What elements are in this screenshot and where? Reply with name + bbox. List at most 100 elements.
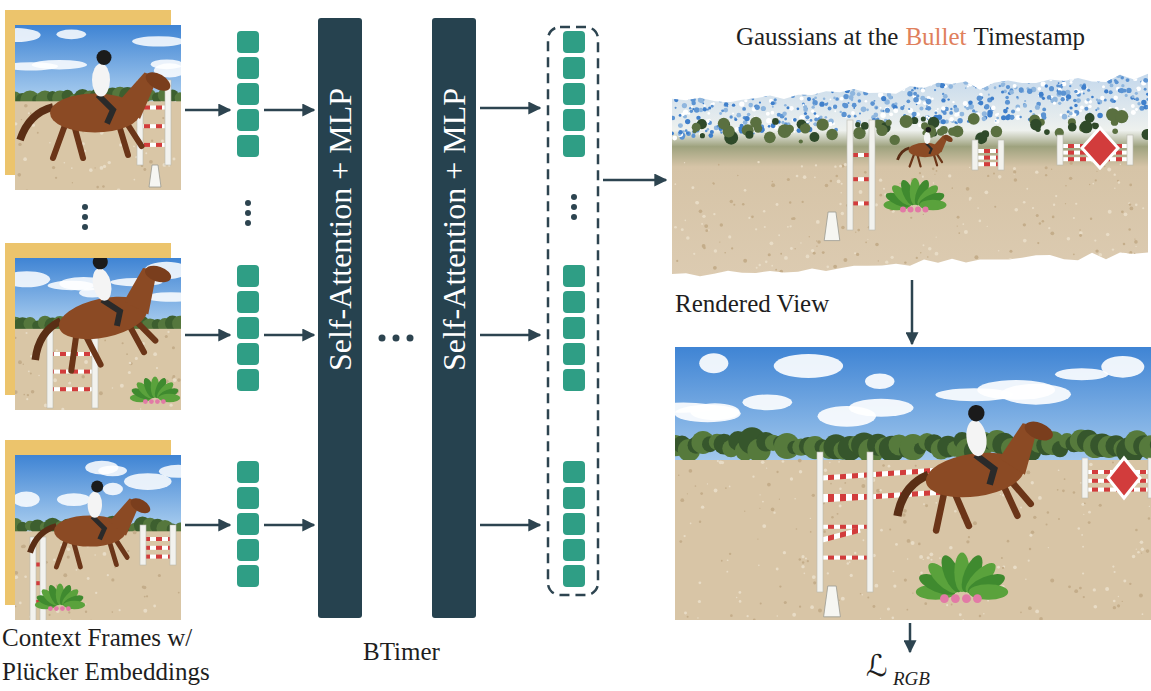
output-token-bracket bbox=[548, 27, 598, 595]
sand-speckle bbox=[875, 584, 879, 588]
gaussian-point bbox=[949, 117, 954, 122]
sand-speckle bbox=[746, 615, 748, 617]
sand-speckle bbox=[875, 243, 879, 247]
sand-speckle bbox=[172, 375, 175, 378]
loss-arrow bbox=[909, 623, 912, 652]
sand-speckle bbox=[1114, 571, 1116, 573]
sand-speckle bbox=[784, 256, 788, 260]
gaussian-point bbox=[747, 94, 752, 99]
sand-speckle bbox=[810, 605, 814, 609]
sand-speckle bbox=[888, 465, 891, 468]
sand-speckle bbox=[823, 530, 826, 533]
gaussian-point bbox=[1056, 84, 1059, 87]
gaussian-point bbox=[996, 77, 1000, 81]
gaussian-point bbox=[704, 91, 707, 94]
sand-speckle bbox=[902, 513, 906, 517]
gaussian-point bbox=[729, 115, 732, 118]
sand-speckle bbox=[948, 174, 951, 177]
sand-speckle bbox=[701, 223, 703, 225]
gaussian-point bbox=[1024, 100, 1026, 102]
gaussian-point bbox=[929, 82, 932, 85]
sand-speckle bbox=[68, 381, 71, 384]
token bbox=[563, 83, 585, 105]
sand-speckle bbox=[893, 584, 896, 587]
gaussian-point bbox=[861, 83, 863, 85]
gaussian-point bbox=[804, 112, 807, 115]
gaussian-point bbox=[1061, 96, 1066, 101]
sand-speckle bbox=[773, 512, 775, 514]
token bbox=[237, 487, 259, 509]
horse-leg bbox=[53, 125, 65, 158]
gaussian-point bbox=[894, 102, 897, 105]
gaussian-point bbox=[974, 76, 976, 78]
context-frame bbox=[15, 258, 181, 410]
horse-leg bbox=[119, 125, 128, 155]
gaussian-point bbox=[970, 104, 974, 108]
sand-speckle bbox=[934, 174, 935, 175]
plant-flower bbox=[149, 399, 154, 404]
gaussian-point bbox=[771, 101, 775, 105]
token-arrow bbox=[264, 109, 314, 112]
sand-speckle bbox=[684, 162, 685, 163]
sand-speckle bbox=[891, 256, 894, 259]
gaussian-point bbox=[975, 86, 977, 88]
gaussian-point bbox=[799, 90, 802, 93]
sand-speckle bbox=[957, 216, 960, 219]
token-arrow bbox=[264, 334, 314, 337]
sand-speckle bbox=[820, 273, 823, 276]
gaussian-point bbox=[1013, 84, 1017, 88]
gaussian-point bbox=[755, 105, 760, 110]
sand-speckle bbox=[1050, 579, 1054, 583]
sand-speckle bbox=[790, 477, 793, 480]
sand-speckle bbox=[736, 597, 737, 598]
sand-speckle bbox=[997, 566, 1000, 569]
plant bbox=[130, 376, 180, 404]
gaussian-point bbox=[1087, 89, 1090, 92]
sand-speckle bbox=[979, 220, 982, 223]
sand-speckle bbox=[912, 592, 913, 593]
token bbox=[237, 539, 259, 561]
sand-speckle bbox=[178, 592, 180, 594]
gaussian-point bbox=[678, 123, 683, 128]
gaussian-point bbox=[708, 133, 713, 138]
gaussian-point bbox=[742, 107, 746, 111]
sand-speckle bbox=[812, 494, 815, 497]
gaussian-point bbox=[849, 95, 854, 100]
sand-speckle bbox=[1079, 229, 1081, 231]
rider-torso bbox=[90, 266, 114, 302]
sand-speckle bbox=[816, 220, 820, 224]
sand-speckle bbox=[1008, 258, 1012, 262]
gaussian-point bbox=[1069, 107, 1072, 110]
sand-speckle bbox=[177, 378, 181, 382]
sand-speckle bbox=[683, 535, 685, 537]
cloud bbox=[15, 28, 41, 42]
sand-speckle bbox=[780, 253, 782, 255]
sand-speckle bbox=[1026, 470, 1030, 474]
sand-speckle bbox=[697, 617, 698, 618]
sand-speckle bbox=[104, 340, 106, 342]
tree-splat bbox=[1044, 129, 1050, 135]
gaussian-point bbox=[1126, 88, 1131, 93]
gaussian-point bbox=[987, 81, 991, 85]
sand-speckle bbox=[117, 189, 121, 190]
gaussian-point bbox=[1062, 74, 1064, 76]
sand-speckle bbox=[1073, 491, 1076, 494]
sand-speckle bbox=[99, 391, 103, 395]
gaussian-point bbox=[795, 92, 797, 94]
gaussian-point bbox=[937, 108, 939, 110]
sand-speckle bbox=[56, 349, 58, 351]
sand-speckle bbox=[860, 593, 862, 595]
rider-torso bbox=[88, 491, 102, 517]
horse-tail bbox=[20, 107, 53, 140]
token bbox=[237, 565, 259, 587]
gaussian-point bbox=[1131, 95, 1134, 98]
sand-speckle bbox=[879, 179, 882, 182]
sand-speckle bbox=[801, 555, 804, 558]
sand-speckle bbox=[714, 249, 717, 252]
sand-speckle bbox=[1003, 565, 1006, 568]
sand-speckle bbox=[879, 194, 882, 197]
sand-speckle bbox=[1094, 239, 1096, 241]
sand-speckle bbox=[1013, 565, 1017, 569]
tree-splat bbox=[1115, 110, 1128, 123]
